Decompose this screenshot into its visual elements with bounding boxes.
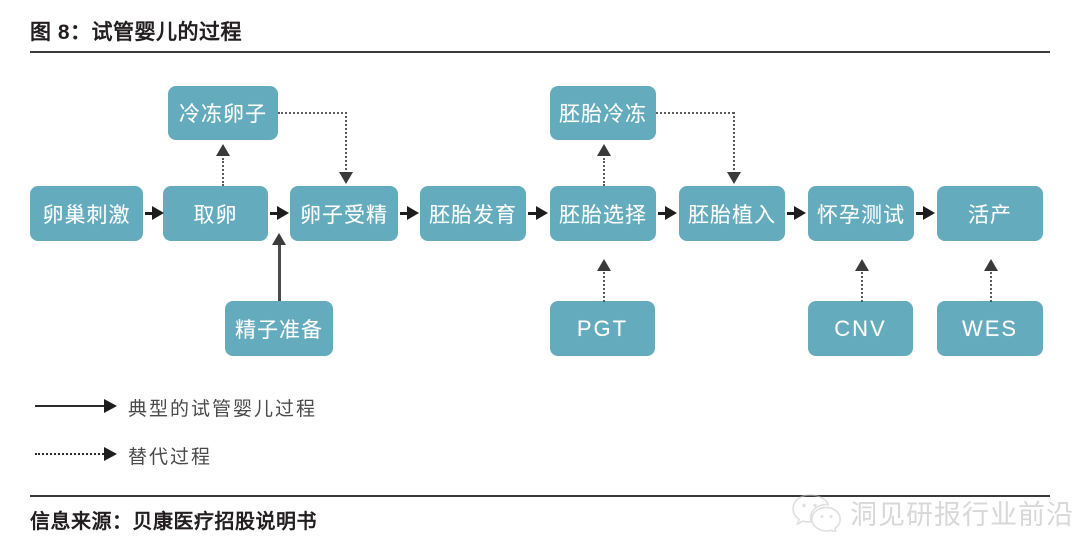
node-cnv[interactable]: CNV	[808, 301, 913, 356]
arrowhead-main-5	[665, 206, 677, 220]
node-egg-retrieval[interactable]: 取卵	[163, 186, 268, 241]
arrowhead-cnv-to-pregnancy	[855, 259, 869, 271]
connector-main-6	[787, 212, 796, 215]
watermark-text: 洞见研报行业前沿	[850, 499, 1074, 530]
node-embryo-freezing[interactable]: 胚胎冷冻	[550, 86, 656, 140]
arrowhead-retrieval-to-eggfreeze	[216, 144, 230, 156]
arrowhead-main-6	[794, 206, 806, 220]
node-live-birth[interactable]: 活产	[937, 186, 1043, 241]
figure-title: 图 8：试管婴儿的过程	[30, 21, 243, 44]
wechat-icon	[790, 492, 842, 532]
arrowhead-pgt-to-selection	[597, 259, 611, 271]
connector-eggfreeze-right	[278, 112, 347, 114]
arrowhead-main-3	[407, 206, 419, 220]
legend-solid-arrowhead	[104, 399, 117, 413]
node-embryo-development[interactable]: 胚胎发育	[420, 186, 526, 241]
connector-main-5	[658, 212, 667, 215]
arrowhead-selection-to-embryofreeze	[597, 144, 611, 156]
legend-label-typical: 典型的试管婴儿过程	[128, 398, 318, 420]
legend-dotted-line	[35, 453, 108, 455]
arrowhead-main-1	[152, 206, 164, 220]
connector-main-1	[145, 212, 154, 215]
arrowhead-sperm-to-fertilization	[272, 233, 286, 245]
connector-selection-to-embryofreeze	[603, 158, 605, 186]
connector-sperm-to-fertilization	[278, 245, 281, 301]
connector-wes-to-livebirth	[990, 272, 992, 302]
connector-retrieval-to-eggfreeze	[222, 158, 224, 186]
arrowhead-main-2	[277, 206, 289, 220]
arrowhead-wes-to-livebirth	[984, 259, 998, 271]
source-note: 信息来源：贝康医疗招股说明书	[30, 511, 317, 533]
arrowhead-eggfreeze-to-fertilization	[339, 172, 353, 184]
connector-eggfreeze-down	[345, 112, 347, 174]
node-embryo-transfer[interactable]: 胚胎植入	[679, 186, 785, 241]
connector-main-4	[528, 212, 538, 215]
node-sperm-preparation[interactable]: 精子准备	[225, 301, 333, 356]
connector-main-3	[400, 212, 409, 215]
connector-cnv-to-pregnancy	[861, 272, 863, 302]
connector-embryofreeze-down	[733, 112, 735, 174]
legend-solid-line	[35, 405, 108, 407]
legend-label-alternative: 替代过程	[128, 446, 213, 468]
legend-dotted-arrowhead	[104, 447, 117, 461]
connector-main-7	[916, 212, 925, 215]
node-pgt[interactable]: PGT	[550, 301, 655, 356]
node-egg-freezing[interactable]: 冷冻卵子	[168, 86, 278, 140]
node-egg-fertilization[interactable]: 卵子受精	[290, 186, 398, 241]
arrowhead-embryofreeze-to-transfer	[727, 172, 741, 184]
connector-main-2	[270, 212, 280, 215]
node-wes[interactable]: WES	[937, 301, 1043, 356]
node-pregnancy-test[interactable]: 怀孕测试	[808, 186, 914, 241]
title-divider	[30, 51, 1050, 53]
watermark: 洞见研报行业前沿	[790, 492, 1074, 532]
arrowhead-main-4	[536, 206, 548, 220]
node-ovarian-stimulation[interactable]: 卵巢刺激	[30, 186, 143, 241]
connector-embryofreeze-right	[656, 112, 734, 114]
arrowhead-main-7	[923, 206, 935, 220]
node-embryo-selection[interactable]: 胚胎选择	[550, 186, 656, 241]
connector-pgt-to-selection	[603, 272, 605, 302]
source-divider	[30, 495, 1050, 497]
